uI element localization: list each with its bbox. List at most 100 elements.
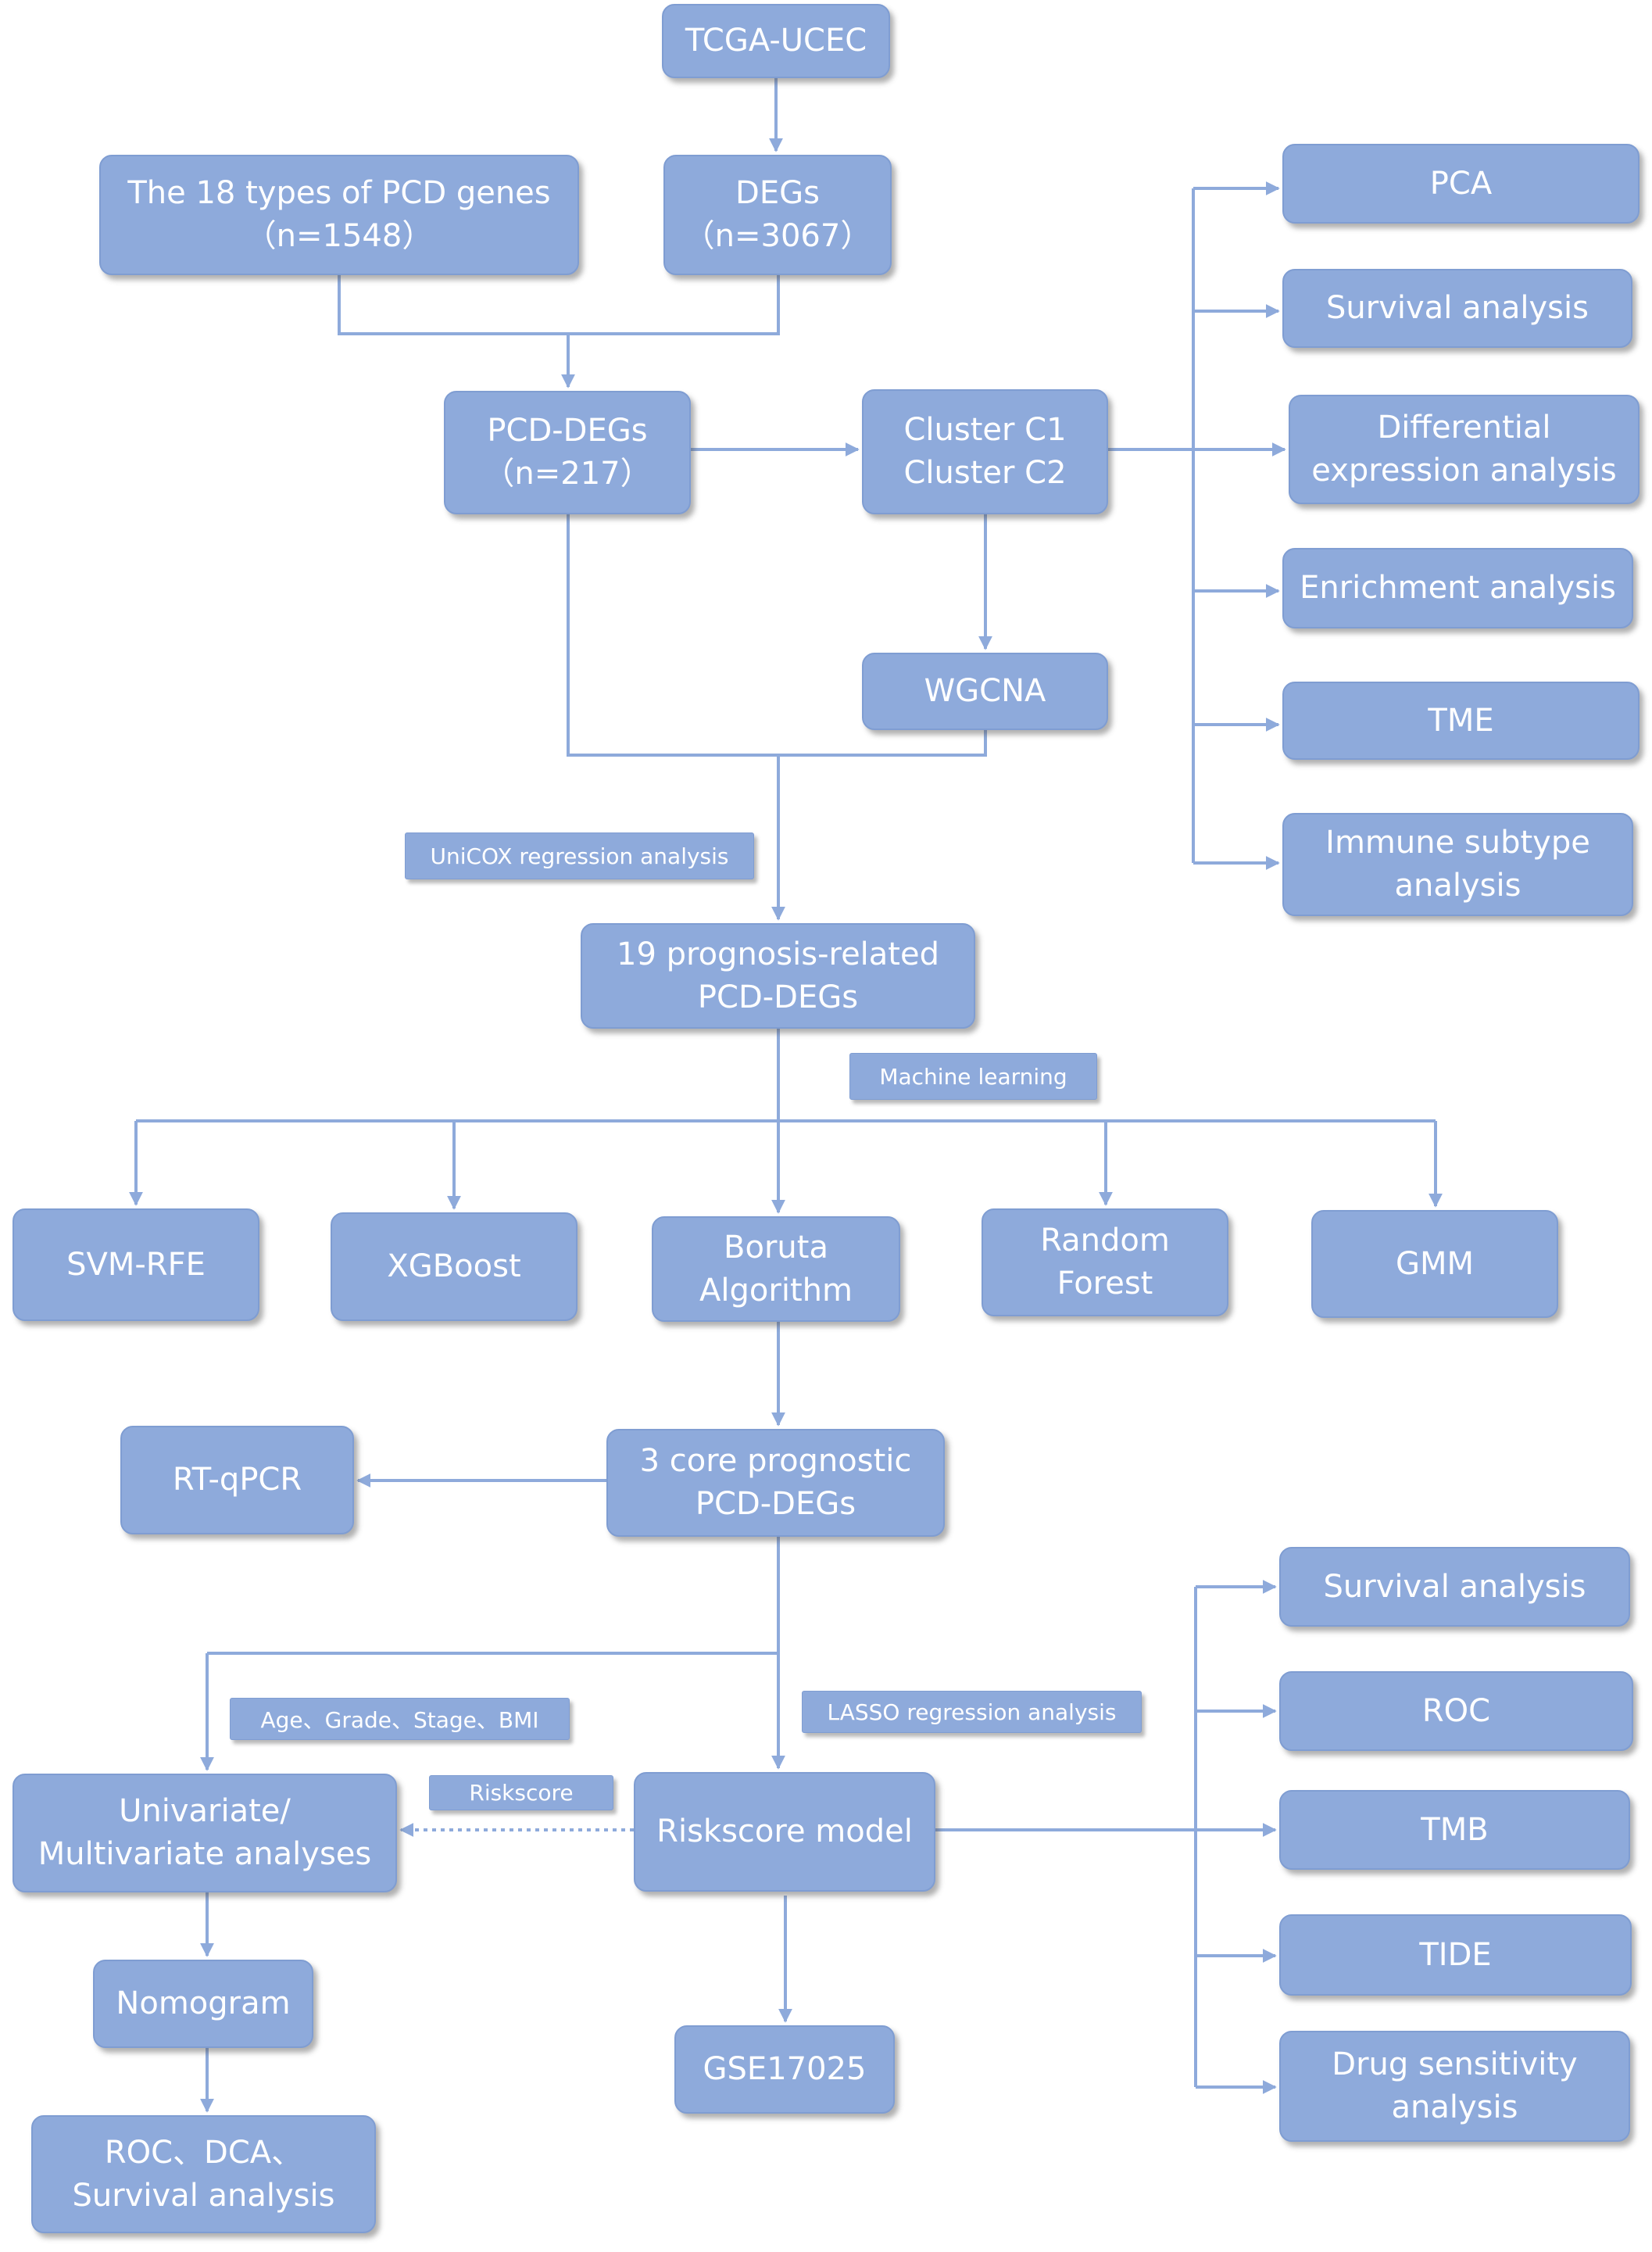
node-tcga-ucec: TCGA-UCEC: [662, 4, 890, 78]
edge-merge-pcd-degs: [338, 275, 780, 335]
node-text-line: PCD-DEGs: [697, 979, 859, 1015]
node-text-line: Algorithm: [699, 1272, 853, 1309]
node-text-line: Forest: [1057, 1266, 1153, 1301]
node-text-line: （n=217）: [483, 456, 652, 492]
node-pca: PCA: [1282, 144, 1639, 224]
node-text-line: PCA: [1429, 165, 1493, 202]
node-text: Cluster C1 Cluster C2: [903, 409, 1066, 495]
node-text: Riskscore model: [656, 1810, 913, 1853]
node-tme: TME: [1282, 682, 1639, 760]
node-text-line: ROC: [1421, 1692, 1491, 1729]
node-text: Univariate/Multivariate analyses: [38, 1790, 371, 1876]
node-text: TIDE: [1419, 1934, 1491, 1977]
node-text: TMB: [1421, 1809, 1488, 1852]
node-text-line: GMM: [1395, 1245, 1475, 1282]
node-tide: TIDE: [1279, 1914, 1632, 1996]
node-text: ROC、DCA、 Survival analysis: [73, 2132, 335, 2218]
node-text-line: Cluster C2: [903, 455, 1067, 491]
node-text-line: Multivariate analyses: [38, 1836, 372, 1872]
node-text: GSE17025: [703, 2048, 867, 2091]
node-text-line: Boruta: [724, 1229, 828, 1266]
node-roc: ROC: [1279, 1671, 1633, 1751]
node-drug-sensitivity: Drug sensitivity analysis: [1279, 2031, 1630, 2142]
node-text-line: TCGA-UCEC: [685, 23, 867, 59]
node-text-line: analysis: [1391, 2089, 1518, 2125]
node-text: Drug sensitivity analysis: [1332, 2043, 1577, 2129]
label-lasso-regression: LASSO regression analysis: [802, 1691, 1142, 1733]
node-text: Differential expression analysis: [1311, 406, 1616, 492]
node-survival-analysis-2: Survival analysis: [1279, 1547, 1630, 1627]
node-text: GMM: [1396, 1243, 1474, 1286]
node-differential-expression: Differential expression analysis: [1289, 395, 1639, 504]
node-text-line: PCD-DEGs: [487, 413, 648, 449]
node-text-line: Immune subtype: [1325, 825, 1590, 861]
node-text-line: WGCNA: [924, 673, 1046, 709]
node-text: The 18 types of PCD genes（n=1548）: [127, 172, 550, 258]
label-unicox-regression: UniCOX regression analysis: [405, 832, 754, 879]
node-text-line: GSE17025: [703, 2051, 867, 2087]
node-text-line: Differential: [1377, 410, 1551, 446]
node-text-line: （n=1548）: [245, 218, 434, 254]
node-text: Survival analysis: [1324, 1566, 1586, 1609]
node-text-line: 3 core prognostic: [639, 1443, 912, 1479]
node-text: WGCNA: [924, 670, 1046, 713]
node-text-line: Survival analysis: [1326, 290, 1589, 326]
node-text-line: expression analysis: [1311, 453, 1617, 489]
node-pcd-degs: PCD-DEGs （n=217）: [444, 391, 691, 514]
label-clinical-factors: Age、Grade、Stage、BMI: [230, 1698, 570, 1740]
node-text-line: Random: [1040, 1223, 1170, 1258]
node-rt-qpcr: RT-qPCR: [120, 1426, 354, 1534]
node-riskscore-model: Riskscore model: [634, 1772, 935, 1892]
node-text-line: SVM-RFE: [66, 1246, 206, 1283]
node-text-line: Riskscore model: [656, 1813, 913, 1849]
node-xgboost: XGBoost: [331, 1212, 577, 1321]
node-text-line: Survival analysis: [72, 2177, 335, 2214]
node-wgcna: WGCNA: [862, 653, 1108, 730]
node-survival-analysis-1: Survival analysis: [1282, 269, 1632, 348]
node-text: Nomogram: [116, 1982, 290, 2025]
node-roc-dca-survival: ROC、DCA、 Survival analysis: [31, 2115, 376, 2233]
node-text: Survival analysis: [1326, 287, 1589, 330]
node-clusters: Cluster C1 Cluster C2: [862, 389, 1108, 514]
node-text: RT-qPCR: [173, 1459, 302, 1502]
node-text: SVM-RFE: [66, 1244, 206, 1287]
node-text: XGBoost: [387, 1245, 520, 1288]
node-text-line: Nomogram: [116, 1985, 291, 2021]
node-text-line: Survival analysis: [1323, 1568, 1586, 1605]
node-text-line: Enrichment analysis: [1300, 570, 1616, 606]
node-text: PCA: [1430, 163, 1492, 206]
node-text-line: ROC、DCA、: [104, 2134, 303, 2171]
node-text-line: Univariate/: [119, 1793, 291, 1829]
node-univariate-multivariate: Univariate/Multivariate analyses: [13, 1774, 397, 1892]
node-nomogram: Nomogram: [93, 1960, 313, 2048]
node-text-line: TMB: [1421, 1811, 1489, 1848]
node-text-line: PCD-DEGs: [695, 1486, 856, 1522]
node-degs: DEGs （n=3067）: [663, 155, 892, 275]
node-text-line: XGBoost: [387, 1248, 521, 1284]
node-text-line: Drug sensitivity: [1332, 2046, 1578, 2082]
node-text-line: （n=3067）: [683, 218, 872, 254]
node-tmb: TMB: [1279, 1790, 1630, 1870]
node-text: DEGs （n=3067）: [684, 172, 872, 258]
node-text-line: DEGs: [735, 175, 820, 211]
node-text-line: RT-qPCR: [172, 1462, 302, 1498]
node-text-line: Cluster C1: [903, 412, 1067, 448]
label-riskscore: Riskscore: [429, 1775, 613, 1810]
node-gmm: GMM: [1311, 1210, 1558, 1318]
node-gse17025: GSE17025: [674, 2025, 895, 2114]
node-text-line: TME: [1428, 702, 1494, 739]
node-text-line: 19 prognosis-related: [617, 936, 939, 972]
node-text: TCGA-UCEC: [685, 20, 867, 63]
